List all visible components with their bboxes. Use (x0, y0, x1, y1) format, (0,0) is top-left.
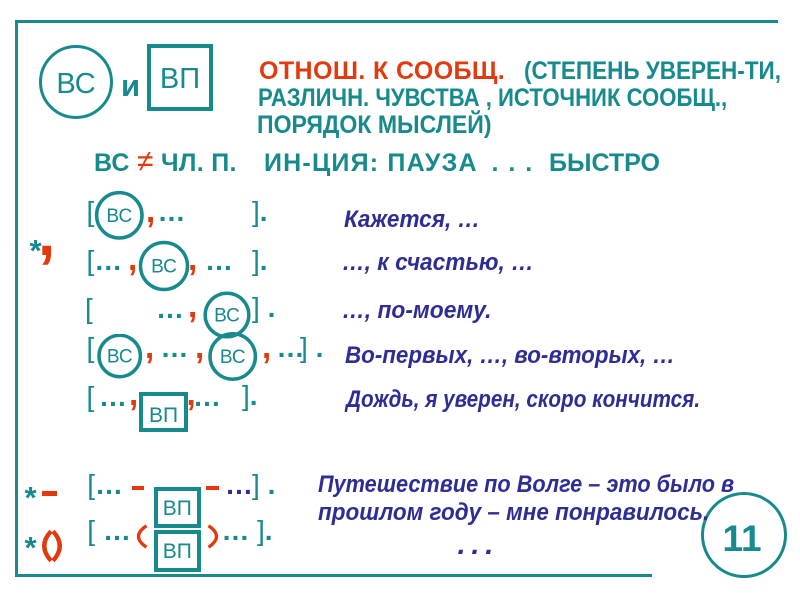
svg-text:ВС: ВС (151, 257, 177, 278)
svg-text:ВС: ВС (214, 306, 240, 327)
svg-text:ВС: ВС (107, 347, 133, 368)
svg-text:ВС: ВС (220, 347, 246, 368)
svg-text:ВС: ВС (106, 206, 132, 227)
